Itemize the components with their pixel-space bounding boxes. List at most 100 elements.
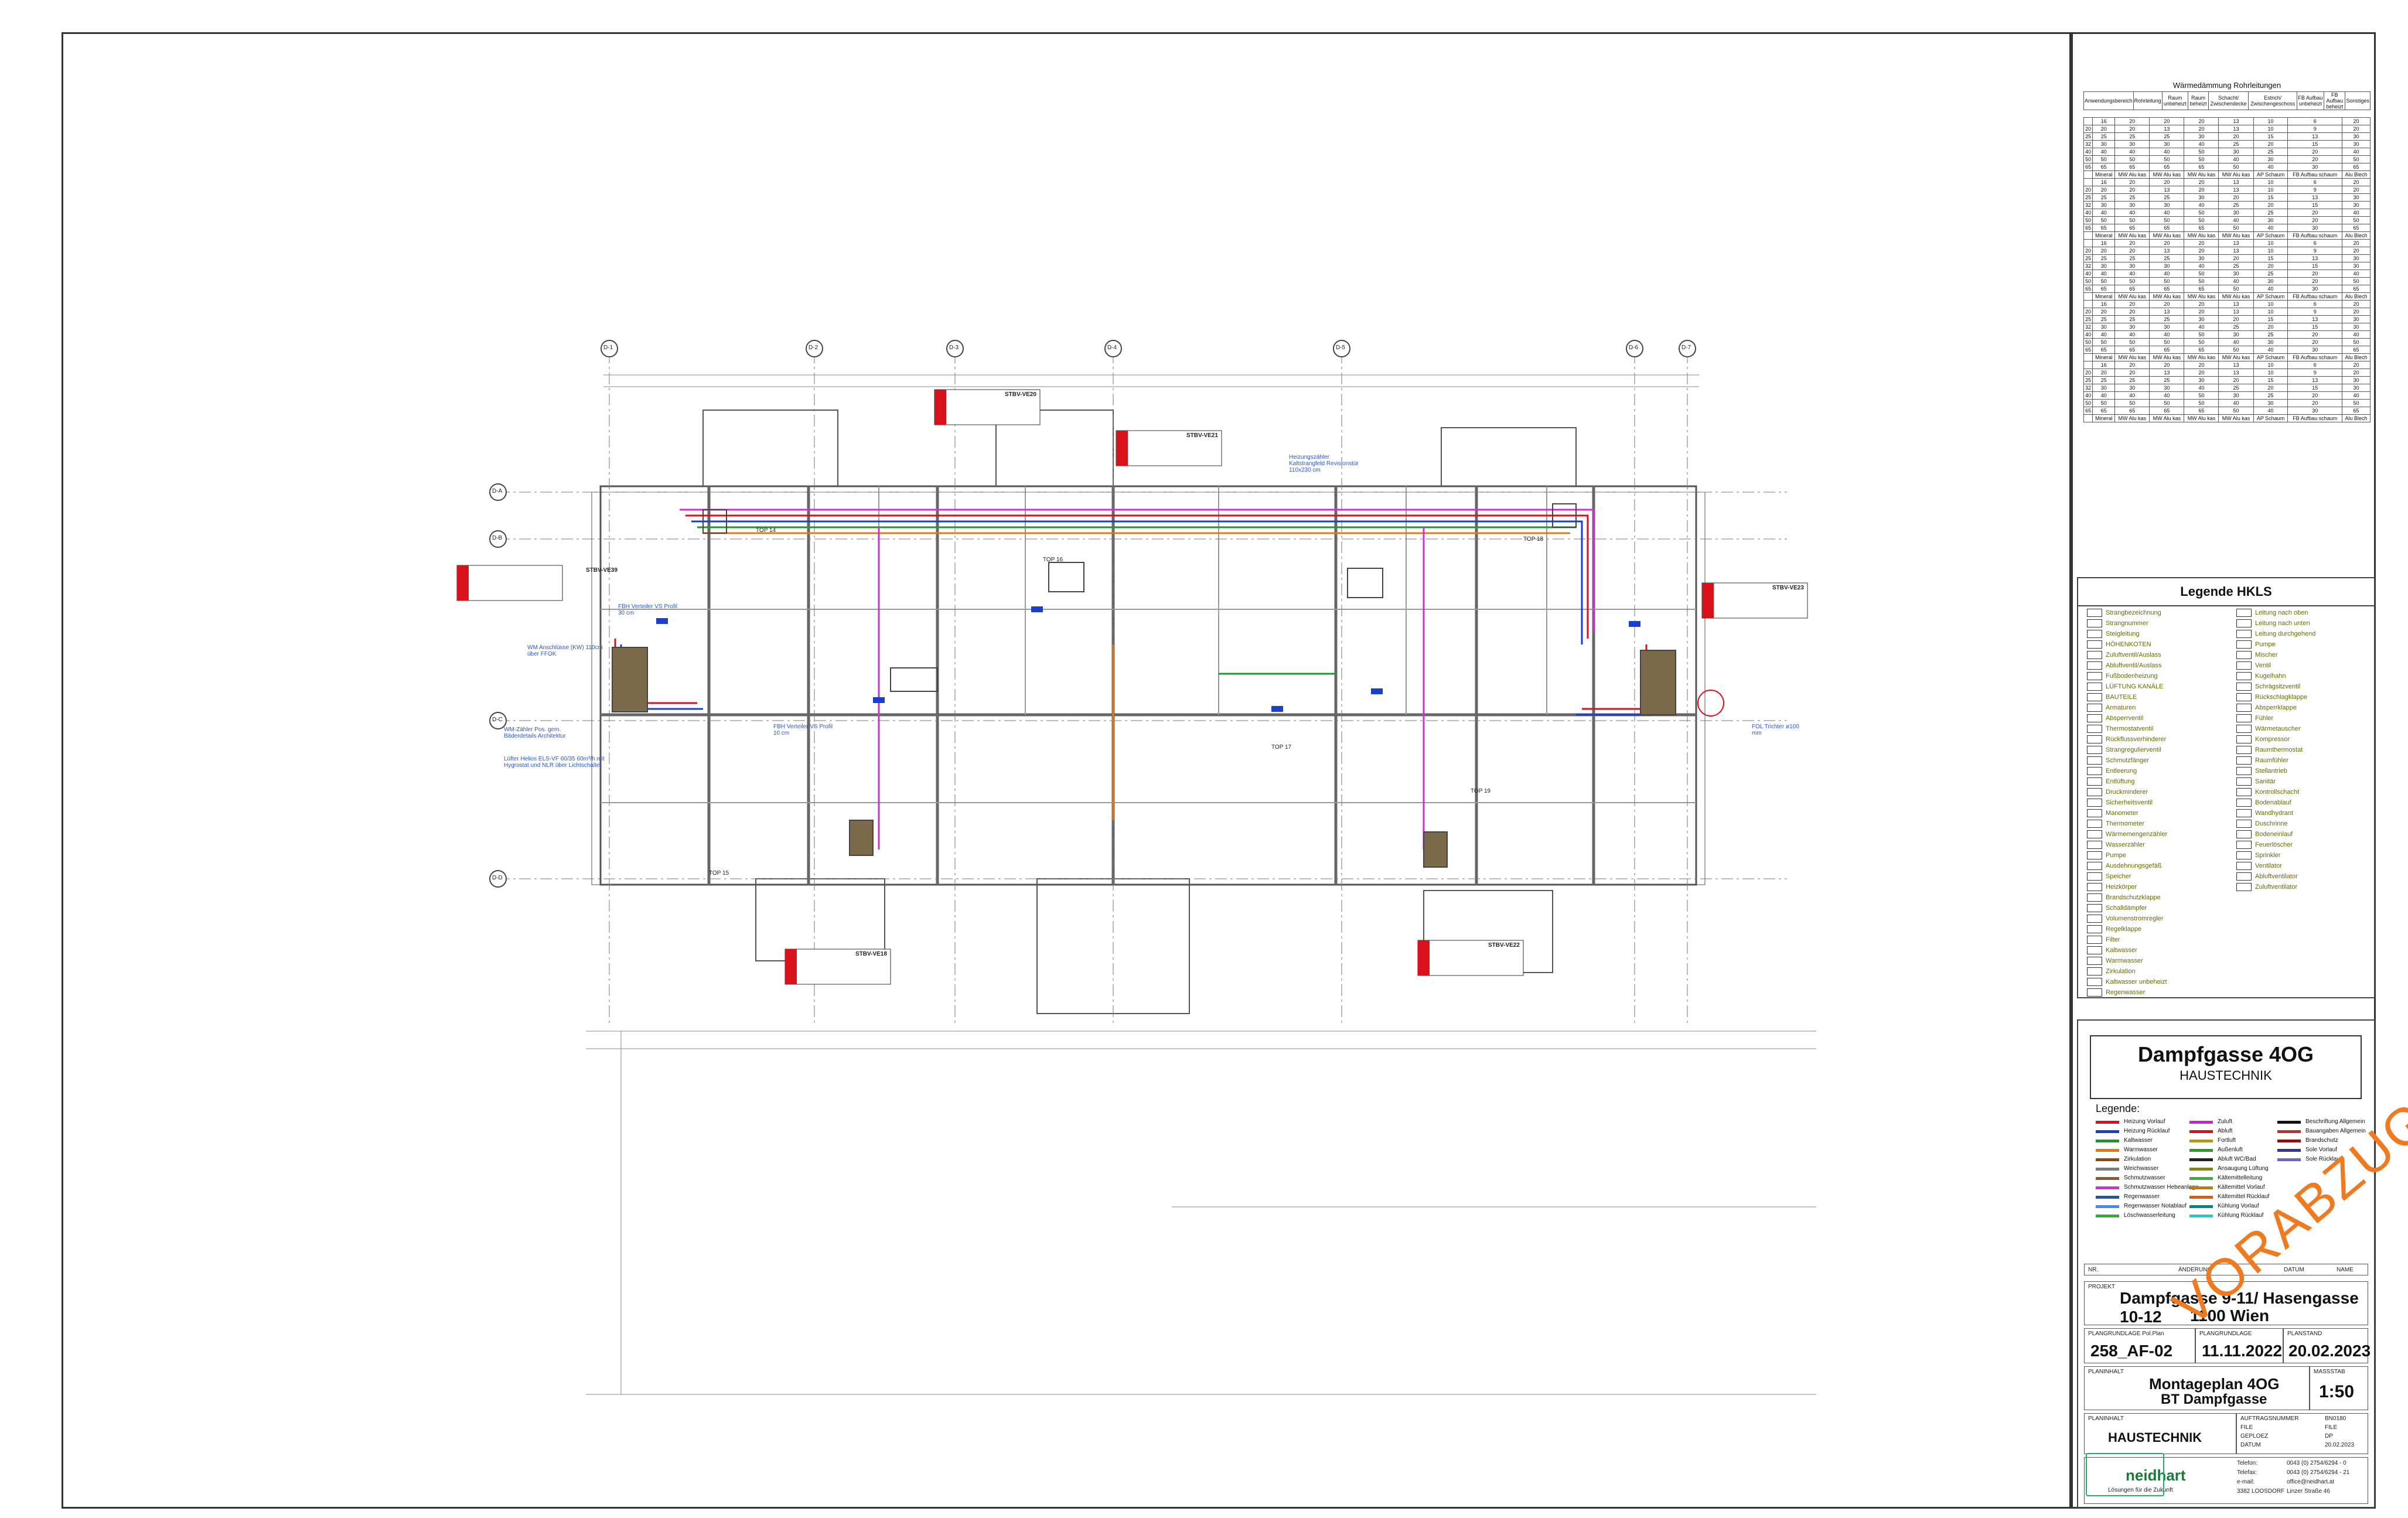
table-cell: 15: [2287, 201, 2342, 209]
table-cell: 65: [2149, 224, 2185, 232]
table-cell: 10: [2253, 239, 2288, 247]
legend-symbol-icon: [2236, 693, 2252, 701]
table-cell: 65: [2114, 346, 2150, 354]
legend-item-label: Abluftventilator: [2255, 872, 2298, 880]
contact-value: office@neidhart.at: [2287, 1479, 2335, 1485]
table-cell: 30: [2092, 323, 2116, 331]
table-cell: 10: [2253, 117, 2288, 125]
table-cell: 25: [2253, 391, 2288, 400]
table-cell: 6: [2287, 117, 2342, 125]
legend-item-label: Zuluftventil/Auslass: [2106, 651, 2161, 659]
legend-symbol-icon: [2236, 862, 2252, 870]
table-cell: 10: [2253, 300, 2288, 308]
table-cell: 20: [2114, 125, 2150, 133]
table-cell: 25: [2092, 254, 2116, 262]
table-cell: 32: [2083, 262, 2093, 270]
table-cell: 13: [2218, 239, 2254, 247]
pipe-legend-item: Brandschutz: [2277, 1136, 2366, 1145]
table-cell: 20: [2149, 117, 2185, 125]
table-cell: MW Alu kas: [2184, 170, 2219, 179]
table-cell: MW Alu kas: [2218, 353, 2254, 361]
legend-item-label: Kugelhahn: [2255, 672, 2286, 680]
legend-item-label: Kaltwasser unbeheizt: [2106, 978, 2167, 985]
table-cell: MW Alu kas: [2149, 170, 2185, 179]
pipe-legend-item: Beschriftung Allgemein: [2277, 1117, 2366, 1127]
table-cell: 16: [2092, 239, 2116, 247]
table-cell: 20: [2184, 186, 2219, 194]
table-cell: 20: [2114, 186, 2150, 194]
legend-item-label: Ventil: [2255, 661, 2271, 669]
table-cell: 65: [2083, 407, 2093, 415]
table-cell: 50: [2341, 338, 2371, 346]
legend-symbol-icon: [2236, 756, 2252, 765]
pipe-legend-item: Kühlung Rücklauf: [2189, 1211, 2269, 1220]
table-cell: 32: [2083, 140, 2093, 148]
table-cell: 13: [2287, 315, 2342, 323]
table-cell: 50: [2149, 216, 2185, 224]
table-cell: 40: [2092, 270, 2116, 278]
table-cell: 50: [2092, 155, 2116, 163]
table-cell: AP Schaum: [2253, 231, 2288, 240]
floor-plan[interactable]: [0, 0, 2071, 1518]
table-cell: 20: [2287, 277, 2342, 285]
table-cell: 30: [2287, 163, 2342, 171]
table-cell: 20: [2092, 369, 2116, 377]
project-cell: PROJEKT Dampfgasse 9-11/ Hasengasse 10-1…: [2084, 1281, 2368, 1326]
verteiler-tag: STBV-VE39: [586, 567, 618, 574]
legend-item-label: Abluftventil/Auslass: [2106, 661, 2162, 669]
pipe-line-swatch: [2189, 1195, 2213, 1199]
legend-symbol-icon: [2087, 788, 2102, 796]
table-cell: 40: [2218, 155, 2254, 163]
table-cell: 15: [2287, 262, 2342, 270]
legend-item-label: Pumpe: [2255, 640, 2276, 648]
table-cell: 30: [2287, 285, 2342, 293]
pipe-line-swatch: [2277, 1139, 2301, 1142]
pipe-legend-label: Regenwasser: [2124, 1193, 2160, 1200]
table-cell: 30: [2149, 201, 2185, 209]
table-cell: 20: [2341, 239, 2371, 247]
table-cell: 30: [2184, 376, 2219, 384]
table-cell: 65: [2114, 224, 2150, 232]
pipe-legend-item: Sole Vorlauf: [2277, 1145, 2366, 1155]
table-cell: 30: [2218, 148, 2254, 156]
legend-symbol-icon: [2087, 830, 2102, 838]
table-cell: 30: [2341, 376, 2371, 384]
legend-symbol-icon: [2236, 872, 2252, 881]
legend-symbol-icon: [2236, 735, 2252, 743]
legend-item: Sanitär: [2236, 776, 2315, 787]
table-cell: 13: [2149, 186, 2185, 194]
legend-symbol-icon: [2236, 883, 2252, 891]
massstab-value: 1:50: [2319, 1382, 2355, 1401]
table-cell: 20: [2341, 361, 2371, 369]
table-header: Raum beheizt: [2188, 91, 2209, 110]
table-cell: 40: [2184, 323, 2219, 331]
table-cell: 20: [2287, 148, 2342, 156]
table-cell: 65: [2184, 163, 2219, 171]
table-cell: 25: [2253, 330, 2288, 339]
legend-item-label: HÖHENKOTEN: [2106, 640, 2151, 648]
contact-value: 0043 (0) 2754/6294 - 21: [2287, 1469, 2350, 1476]
pipe-legend-item: Regenwasser: [2096, 1192, 2198, 1202]
legend-symbol-icon: [2236, 725, 2252, 733]
table-cell: AP Schaum: [2253, 353, 2288, 361]
table-cell: 25: [2149, 193, 2185, 202]
table-cell: 25: [2218, 201, 2254, 209]
legend-item: Zuluftventilator: [2236, 882, 2315, 892]
table-cell: 20: [2184, 300, 2219, 308]
table-cell: 65: [2083, 224, 2093, 232]
table-cell: 13: [2218, 308, 2254, 316]
table-cell: 40: [2184, 384, 2219, 392]
table-cell: 30: [2184, 193, 2219, 202]
pipe-legend-label: Ansaugung Lüftung: [2218, 1165, 2269, 1172]
gewerk-label: PLANINHALT: [2088, 1415, 2124, 1422]
table-cell: 20: [2341, 247, 2371, 255]
table-cell: [2083, 361, 2093, 369]
table-cell: MW Alu kas: [2149, 414, 2185, 422]
